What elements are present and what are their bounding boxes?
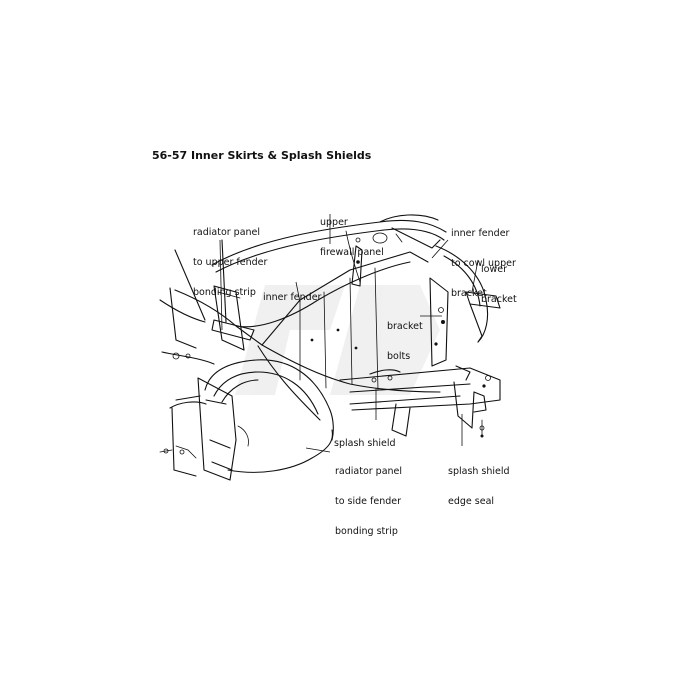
inner-fender-panel: [174, 251, 441, 421]
firewall-details: [355, 232, 403, 244]
label-splash-shield: splash shield: [334, 438, 396, 449]
bonding-strip: [211, 239, 363, 341]
lower-frame: [175, 367, 501, 438]
label-inner-fender: inner fender: [263, 292, 322, 303]
label-splash-shield-edge-seal: splash shield edge seal: [448, 466, 510, 507]
wheel-arch: [169, 359, 334, 473]
label-inner-fender-cowl-bracket: inner fender to cowl upper bracket: [451, 228, 516, 299]
watermark-logo: [235, 285, 440, 395]
label-radiator-side-bonding: radiator panel to side fender bonding st…: [335, 466, 403, 537]
leader-lines: [219, 214, 479, 453]
radiator-area: [159, 249, 245, 365]
diagram-title: 56-57 Inner Skirts & Splash Shields: [152, 149, 372, 162]
label-radiator-upper-bonding: radiator panel to upper fender bonding s…: [193, 227, 268, 298]
cowl-brackets: [429, 245, 501, 381]
label-bracket-bolts: bracket bolts: [387, 321, 423, 362]
label-upper-firewall-panel: upper firewall panel: [320, 217, 384, 258]
front-splash-shield: [159, 377, 249, 481]
upper-fender-outline: [211, 214, 447, 283]
label-lower-bracket: lower bracket: [481, 264, 517, 305]
